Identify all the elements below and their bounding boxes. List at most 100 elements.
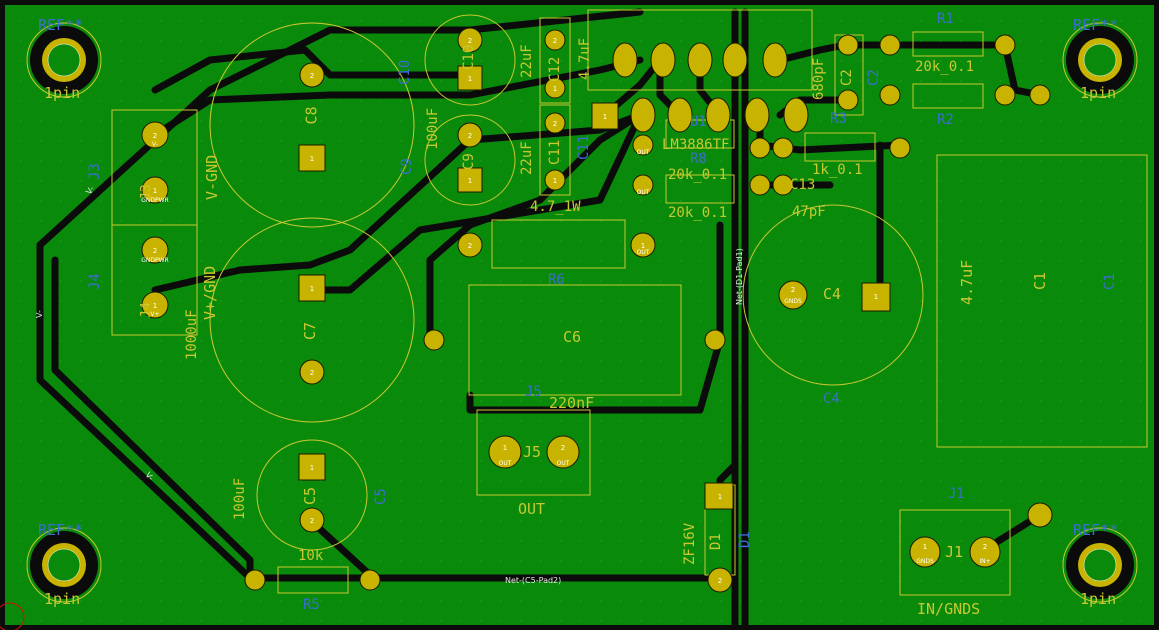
- svg-text:1: 1: [923, 543, 927, 551]
- r6-value: 4.7_1W: [530, 199, 581, 215]
- r5-value: 10k: [298, 548, 324, 564]
- svg-text:2: 2: [468, 132, 472, 140]
- svg-text:OUT: OUT: [557, 460, 570, 467]
- svg-text:1: 1: [874, 293, 878, 301]
- svg-text:OUT: OUT: [499, 460, 512, 467]
- r2-ref: R2: [937, 112, 954, 128]
- svg-text:V-: V-: [152, 141, 158, 148]
- net-label-d1: Net-(D1-Pad1): [735, 248, 744, 305]
- svg-text:OUT: OUT: [637, 149, 650, 156]
- svg-text:1: 1: [553, 177, 557, 185]
- mh-value-tr: 1pin: [1080, 84, 1117, 102]
- r3-value: 1k_0.1: [812, 162, 863, 178]
- svg-text:2: 2: [153, 247, 157, 255]
- j4-silk: J4: [139, 302, 154, 318]
- d1-value: ZF16V: [682, 522, 698, 565]
- u1-lbl: U1: [690, 114, 707, 130]
- svg-text:1: 1: [310, 285, 314, 293]
- d1-ref-blue: D1: [737, 531, 753, 548]
- svg-text:2: 2: [153, 132, 157, 140]
- c5-ref-blue: C5: [373, 488, 389, 505]
- mounting-holes: [30, 26, 1134, 599]
- svg-text:1: 1: [603, 113, 607, 121]
- j3-silk: J3: [139, 184, 154, 200]
- j5-value: OUT: [518, 500, 546, 518]
- u1-ref: LM3886TF: [662, 137, 730, 153]
- mh-value-bl: 1pin: [44, 590, 81, 608]
- svg-text:2: 2: [983, 543, 987, 551]
- c9-ref: C9: [399, 158, 415, 175]
- svg-text:GNDPWR: GNDPWR: [141, 257, 168, 264]
- c10-silk: C10: [461, 44, 477, 70]
- r1-ref: R1: [937, 11, 954, 27]
- svg-text:2: 2: [310, 72, 314, 80]
- svg-text:2: 2: [310, 369, 314, 377]
- svg-text:1: 1: [310, 155, 314, 163]
- svg-text:2: 2: [791, 286, 795, 294]
- c2-value: 680pF: [811, 57, 827, 100]
- svg-text:2: 2: [468, 242, 472, 250]
- mh-value-br: 1pin: [1080, 590, 1117, 608]
- r1-value: 20k_0.1: [915, 59, 975, 75]
- svg-text:GNDS: GNDS: [784, 298, 802, 305]
- c12-silk: C12: [547, 56, 563, 82]
- j5-ref: J5: [523, 443, 542, 461]
- d1-ref: D1: [708, 533, 724, 550]
- c5-value: 100uF: [232, 477, 248, 520]
- c9-silk: C9: [461, 153, 477, 170]
- svg-text:2: 2: [561, 444, 565, 452]
- mh-ref-bl: REF**: [38, 521, 84, 539]
- c6-ref: C6: [563, 328, 582, 346]
- svg-text:1: 1: [641, 242, 645, 250]
- svg-text:1: 1: [468, 177, 472, 185]
- svg-text:1: 1: [153, 302, 157, 310]
- svg-text:V-: V-: [35, 310, 44, 318]
- mh-value-tl: 1pin: [44, 84, 81, 102]
- c7-value: 1000uF: [184, 309, 200, 360]
- j1-ref: J1: [945, 543, 964, 561]
- svg-text:OUT: OUT: [637, 249, 650, 256]
- c2-ref-blue: C2: [866, 69, 882, 86]
- j4-ref: J4: [87, 273, 103, 290]
- r3-ref: R3: [830, 111, 847, 127]
- svg-text:2: 2: [553, 37, 557, 45]
- c2-ref: C2: [839, 69, 855, 86]
- svg-text:1: 1: [468, 75, 472, 83]
- mh-ref-br: REF**: [1073, 521, 1119, 539]
- j3-value: V-GND: [203, 154, 221, 200]
- r6-ref: R6: [548, 272, 565, 288]
- c11-silk: C11: [547, 139, 563, 165]
- c10-ref: C10: [397, 59, 413, 85]
- c4-ref-blue: C4: [823, 391, 840, 407]
- r5-ref: R5: [303, 597, 320, 613]
- c1-value: 4.7uF: [958, 259, 976, 305]
- svg-text:2: 2: [718, 577, 722, 585]
- pads: [141, 27, 1053, 593]
- silkscreen: [26, 9, 1148, 603]
- j1-value: IN/GNDS: [917, 600, 981, 618]
- c1-ref-blue: C1: [1102, 273, 1118, 290]
- net-label-c5: Net-(C5-Pad2): [505, 576, 561, 585]
- svg-text:1: 1: [718, 493, 722, 501]
- j4-pad1-label: V+: [150, 311, 159, 318]
- svg-text:2: 2: [468, 37, 472, 45]
- c8-label: C8: [302, 106, 321, 125]
- c13-label: C13: [790, 177, 816, 193]
- c12v-value: 4.7uF: [577, 37, 593, 80]
- mh-ref-tl: REF**: [38, 16, 84, 34]
- svg-text:V-: V-: [143, 471, 155, 483]
- svg-text:1: 1: [553, 85, 557, 93]
- r8-ref: R8: [690, 151, 707, 167]
- j4-value: V+/GND: [201, 265, 219, 320]
- c7-ref: C7: [301, 321, 319, 340]
- c4-ref: C4: [823, 285, 842, 303]
- r10-value: 20k_0.1: [668, 205, 728, 221]
- c5-ref: C5: [301, 486, 319, 505]
- svg-text:GNDS: GNDS: [916, 558, 934, 565]
- r9-value: 20k_0.1: [668, 167, 728, 183]
- svg-text:IN+: IN+: [979, 558, 990, 565]
- j1-ref-blue: J1: [948, 486, 965, 502]
